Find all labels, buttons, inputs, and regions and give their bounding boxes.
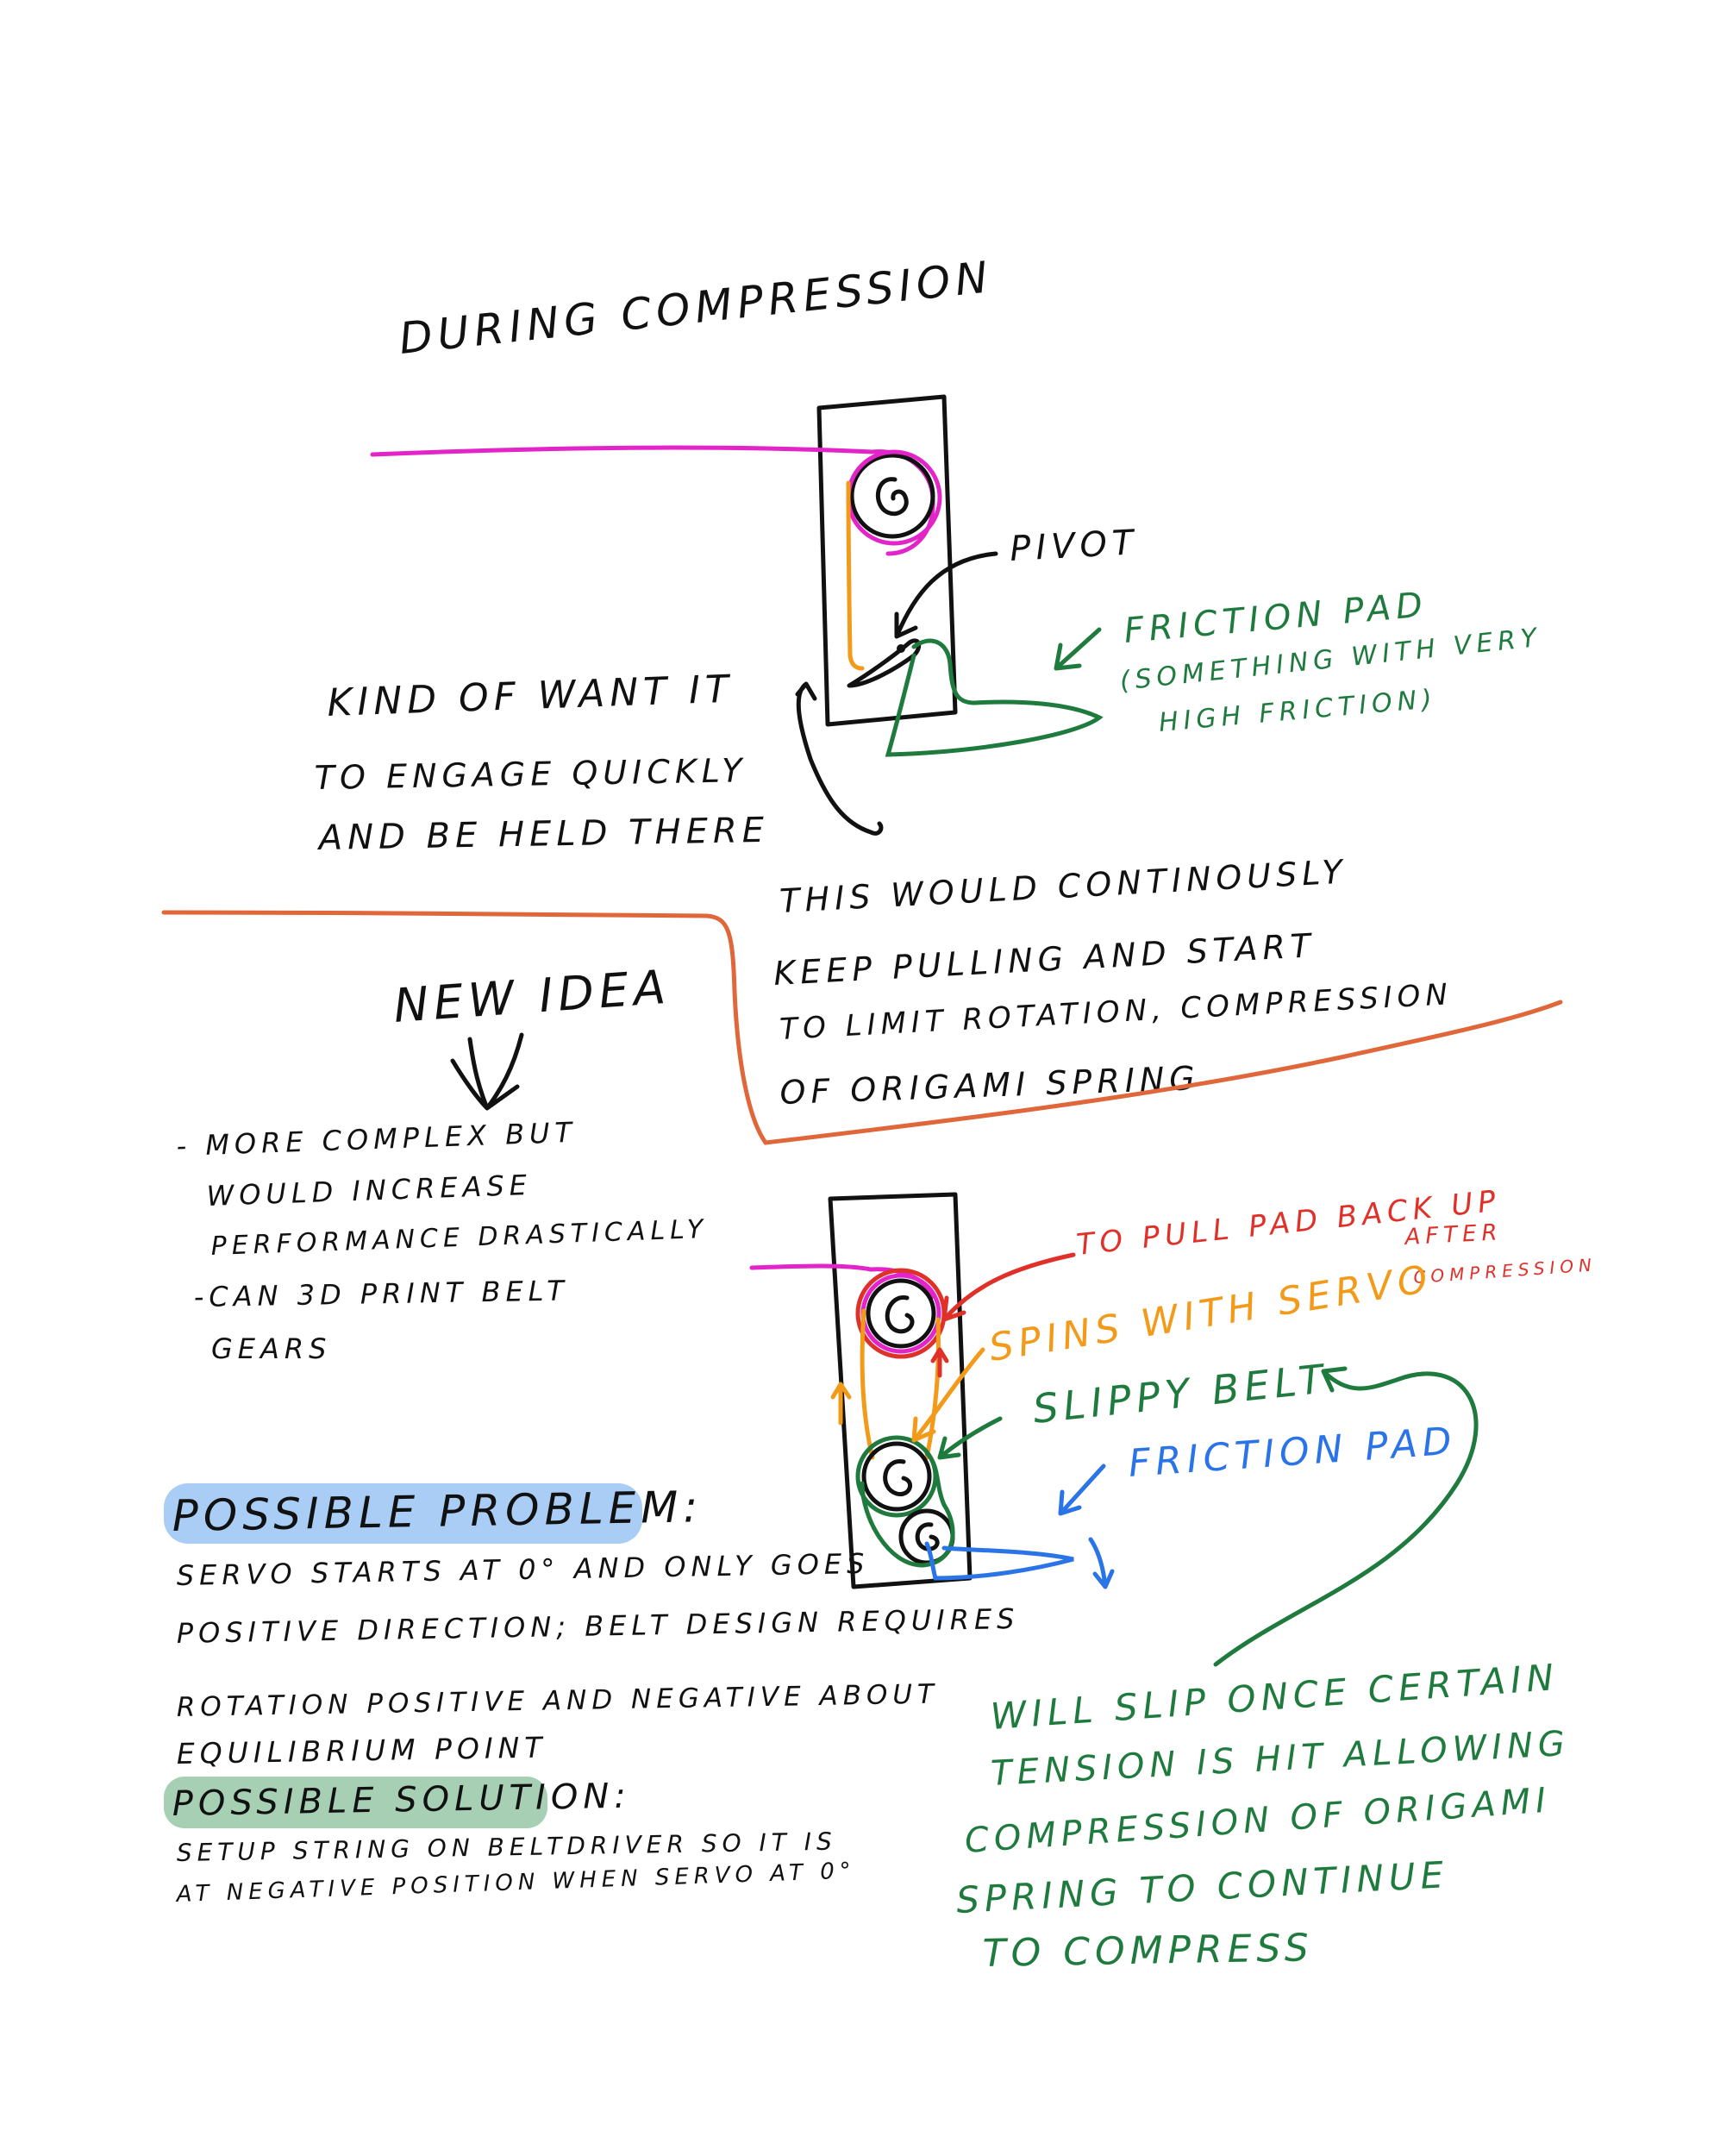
engage-note-line-2: TO ENGAGE QUICKLY xyxy=(314,751,747,797)
pivot-label: PIVOT xyxy=(1009,523,1139,569)
problem-line-4: EQUILIBRIUM POINT xyxy=(176,1731,547,1771)
engage-note-line-1: KIND OF WANT IT xyxy=(327,667,735,725)
solution-line-1: SETUP STRING ON BELTDRIVER SO IT IS xyxy=(177,1827,838,1867)
solution-heading: POSSIBLE SOLUTION: xyxy=(172,1777,631,1824)
new-idea-bullet-5: GEARS xyxy=(211,1332,331,1365)
new-idea-title: NEW IDEA xyxy=(392,960,672,1033)
consequence-line-3: TO LIMIT ROTATION, COMPRESSION xyxy=(779,977,1453,1047)
engage-note-line-3: AND BE HELD THERE xyxy=(316,811,769,858)
new-idea-down-arrow xyxy=(450,1032,524,1111)
engage-pointer-arrow xyxy=(795,681,884,836)
new-idea-bullet-2: WOULD INCREASE xyxy=(206,1169,533,1213)
bottom-middle-spool-belt-ring xyxy=(855,1435,938,1518)
top-upper-spool-swirl xyxy=(875,477,909,517)
section-divider xyxy=(161,910,1563,1145)
consequence-line-2: KEEP PULLING AND START xyxy=(772,926,1317,993)
bottom-slippy-belt xyxy=(860,1451,955,1568)
new-idea-bullet-1: - MORE COMPLEX BUT xyxy=(176,1116,578,1163)
solution-highlight xyxy=(164,1777,547,1828)
friction-label: FRICTION PAD xyxy=(1127,1419,1458,1485)
top-orange-string xyxy=(846,480,865,671)
consequence-line-4: OF ORIGAMI SPRING xyxy=(779,1059,1201,1112)
orange-up-arrow xyxy=(830,1382,852,1426)
after-compression-label: COMPRESSION xyxy=(1413,1254,1598,1288)
bottom-upper-spool-magenta-ring xyxy=(860,1273,941,1354)
friction-pad-note-2: HIGH FRICTION) xyxy=(1158,684,1438,738)
consequence-line-1: THIS WOULD CONTINOUSLY xyxy=(779,853,1348,920)
bottom-upper-spool-red-ring xyxy=(855,1268,947,1359)
new-idea-bullet-4: -CAN 3D PRINT BELT xyxy=(193,1274,569,1313)
spins-label: SPINS WITH SERVO xyxy=(986,1257,1435,1370)
problem-heading: POSSIBLE PROBLEM: xyxy=(172,1482,703,1541)
slip-note-line-5: TO COMPRESS xyxy=(982,1926,1314,1976)
slip-note-line-1: WILL SLIP ONCE CERTAIN xyxy=(989,1656,1560,1738)
red-up-arrow xyxy=(930,1347,949,1378)
title-during-compression: DURING COMPRESSION xyxy=(397,252,995,364)
bottom-orange-belt xyxy=(860,1308,941,1460)
bottom-middle-spool-swirl xyxy=(883,1459,913,1497)
friction-label-arrow xyxy=(1058,1463,1106,1516)
slippy-belt-arrow xyxy=(937,1416,1003,1460)
problem-line-2: POSITIVE DIRECTION; BELT DESIGN REQUIRES xyxy=(176,1602,1019,1650)
slip-note-arrow xyxy=(1213,1366,1479,1667)
spins-arrow xyxy=(911,1347,985,1443)
top-pivot-point xyxy=(897,644,905,653)
slip-note-line-4: SPRING TO CONTINUE xyxy=(955,1853,1449,1921)
top-friction-pad xyxy=(885,638,1104,757)
pull-back-arrow xyxy=(941,1252,1076,1322)
top-housing-outline xyxy=(816,394,958,727)
after-label: AFTER xyxy=(1403,1219,1504,1250)
bottom-upper-spool xyxy=(866,1278,936,1349)
problem-highlight xyxy=(164,1483,642,1544)
pivot-arrow xyxy=(894,551,998,639)
top-upper-spool xyxy=(849,453,935,539)
slip-note-line-3: COMPRESSION OF ORIGAMI xyxy=(963,1781,1552,1861)
slip-note-line-2: TENSION IS HIT ALLOWING xyxy=(990,1724,1571,1794)
bottom-friction-pad xyxy=(924,1541,1074,1581)
bottom-friction-pad-arrow xyxy=(1088,1537,1115,1589)
bottom-upper-spool-swirl xyxy=(885,1295,915,1334)
solution-line-2: AT NEGATIVE POSITION WHEN SERVO AT 0° xyxy=(174,1858,856,1908)
problem-line-3: ROTATION POSITIVE AND NEGATIVE ABOUT xyxy=(177,1679,940,1723)
friction-pad-arrow xyxy=(1054,627,1102,671)
bottom-middle-spool xyxy=(861,1441,932,1512)
new-idea-bullet-3: PERFORMANCE DRASTICALLY xyxy=(210,1214,709,1262)
problem-line-1: SERVO STARTS AT 0° AND ONLY GOES xyxy=(176,1547,869,1592)
slippy-belt-label: SLIPPY BELT xyxy=(1031,1355,1331,1432)
